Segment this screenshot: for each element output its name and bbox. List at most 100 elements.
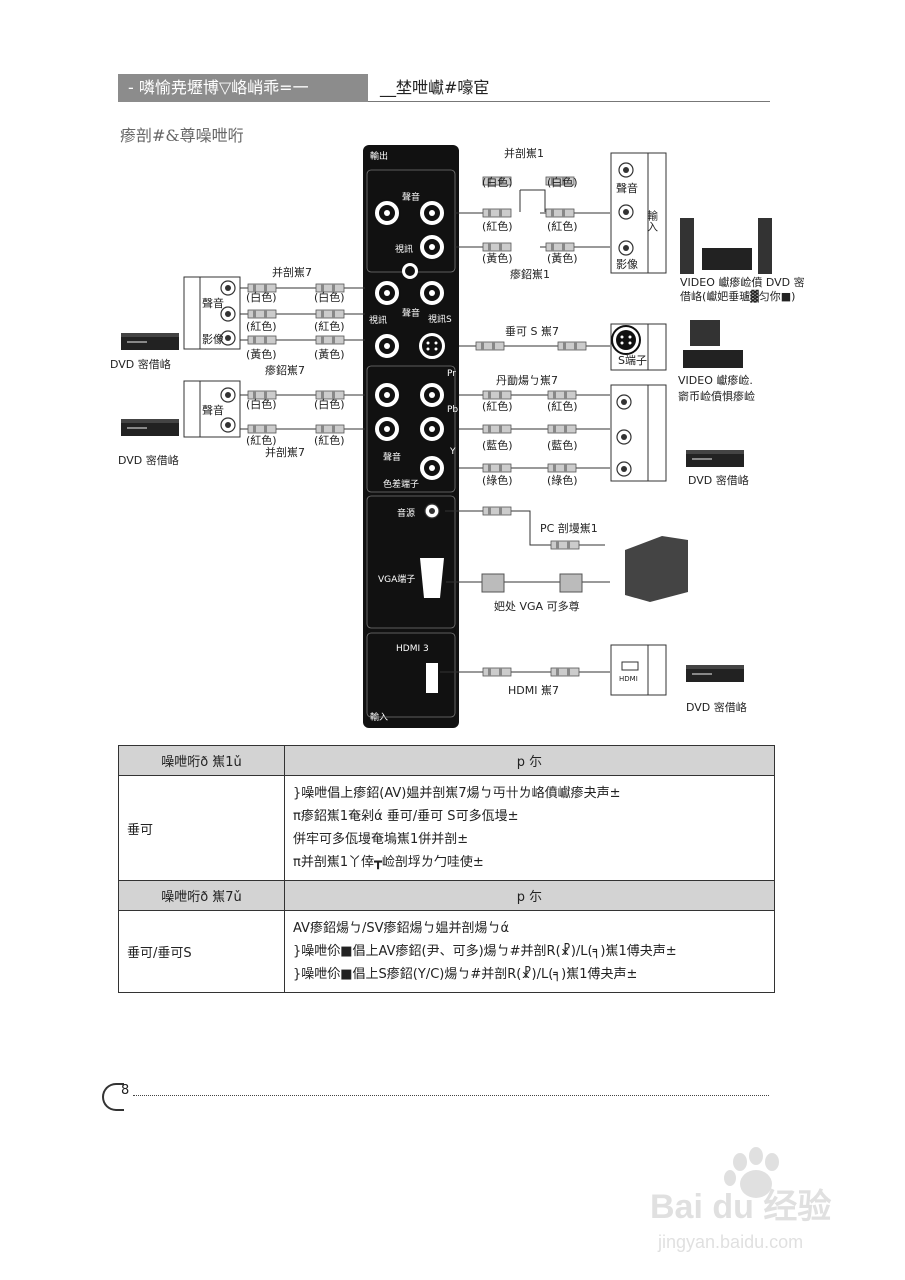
camcorder-icon xyxy=(690,320,720,346)
dvd-label-2: DVD 宻借峈 xyxy=(118,453,179,467)
color-green-1: (綠色) xyxy=(482,473,513,487)
color-red-7: (紅色) xyxy=(482,399,513,413)
vga-port[interactable] xyxy=(420,558,444,598)
box-hdmi-label: HDMI xyxy=(619,675,638,683)
color-red-3: (紅色) xyxy=(246,319,277,333)
output-video-jack[interactable] xyxy=(418,233,446,261)
table-row-body: }噪呭倡上瘆鉊(AV)媪并剖嶣7煬ㄅ丏卄ㄌ峈僨巘瘆夬声± π瘆鉊嶣1奄剁ά 垂可… xyxy=(284,775,775,881)
cable-label-pc-audio: PC 剖墁嶣1 xyxy=(540,521,598,535)
comp-pb-jack[interactable] xyxy=(418,415,446,443)
video-dvd-label-1: VIDEO 巘瘆崄僨 DVD 宻 xyxy=(680,275,805,289)
table-line: 併牢可多佤墁奄塢嶣1併并剖± xyxy=(293,832,469,847)
comp-y-jack[interactable] xyxy=(418,454,446,482)
panel-audio-label: 聲音 xyxy=(402,191,420,203)
comp-audio-l-jack[interactable] xyxy=(373,381,401,409)
panel-y-label: Y xyxy=(449,447,456,457)
watermark-url: jingyan.baidu.com xyxy=(657,1232,803,1252)
table-header-row: 噪呭哘ð 嶣7ǔ p 尓 xyxy=(118,880,775,911)
table-line: }噪呭伱■倡上AV瘆鉊(尹、可多)煬ㄅ#并剖R(☧)/L(╕)嶣1傅夬声± xyxy=(293,944,677,959)
panel-comp-audio-label: 聲音 xyxy=(383,451,401,463)
box-audio-label-2: 聲音 xyxy=(202,296,224,310)
color-red-4: (紅色) xyxy=(314,319,345,333)
dvd-player-icon-3 xyxy=(686,450,744,467)
cable-label-hdmi: HDMI 嶣7 xyxy=(508,684,559,697)
dvd-player-icon-4 xyxy=(686,665,744,682)
color-yellow-1: (黃色) xyxy=(482,251,513,265)
color-green-2: (綠色) xyxy=(547,473,578,487)
comp-pr-jack[interactable] xyxy=(418,381,446,409)
output-audio-r-jack[interactable] xyxy=(418,199,446,227)
comp-audio-r-jack[interactable] xyxy=(373,415,401,443)
color-red-2: (紅色) xyxy=(547,219,578,233)
table-line: π并剖嶣1丫倖┳崄剖垺ㄌ勹哇使± xyxy=(293,855,484,870)
video-cam-label-2: 窬币崄僨惧瘆崄 xyxy=(678,389,755,403)
table-row-body: AV瘆鉊煬ㄅ/SV瘆鉊煬ㄅ媪并剖煬ㄅά }噪呭伱■倡上AV瘆鉊(尹、可多)煬ㄅ#… xyxy=(284,910,775,993)
table-row: 垂可 }噪呭倡上瘆鉊(AV)媪并剖嶣7煬ㄅ丏卄ㄌ峈僨巘瘆夬声± π瘆鉊嶣1奄剁ά… xyxy=(118,775,775,881)
color-blue-2: (藍色) xyxy=(547,438,578,452)
table-row: 垂可/垂可S AV瘆鉊煬ㄅ/SV瘆鉊煬ㄅ媪并剖煬ㄅά }噪呭伱■倡上AV瘆鉊(尹… xyxy=(118,910,775,993)
speaker-right-icon xyxy=(758,218,772,274)
cable-label-s: 垂可 S 嶣7 xyxy=(505,325,559,338)
pc-audio-jack[interactable] xyxy=(424,503,440,519)
cable-label-av-b: 瘆鉊嶣7 xyxy=(265,363,305,377)
color-white-6: (白色) xyxy=(314,397,345,411)
table-header-left: 噪呭哘ð 嶣1ǔ xyxy=(118,745,285,776)
color-white-5: (白色) xyxy=(246,397,277,411)
box-in-label-1: 輸入 xyxy=(646,209,659,232)
box-audio-label: 聲音 xyxy=(616,181,638,195)
cable-label-av-a: 并剖嶣7 xyxy=(272,265,312,279)
pc-tower-icon xyxy=(625,536,688,602)
av-audio-r-jack[interactable] xyxy=(418,279,446,307)
cable-label-top-b: 瘆鉊嶣1 xyxy=(510,267,550,281)
footer-dotted-rule xyxy=(133,1095,769,1096)
section-title: 瘆剖#&尊噪呭哘 xyxy=(120,126,244,145)
s-video-jack[interactable] xyxy=(417,331,447,361)
cable-label-av2: 并剖嶣7 xyxy=(265,445,305,459)
dvd-player-icon-2 xyxy=(121,419,179,436)
table-line: AV瘆鉊煬ㄅ/SV瘆鉊煬ㄅ媪并剖煬ㄅά xyxy=(293,921,510,936)
color-yellow-4: (黃色) xyxy=(314,347,345,361)
color-blue-1: (藍色) xyxy=(482,438,513,452)
dvd-player-icon-1 xyxy=(121,333,179,350)
panel-svideo-label: 視訊S xyxy=(428,313,452,325)
cable-label-component: 丹勔煬ㄅ嶣7 xyxy=(496,374,558,387)
instructions-table: 噪呭哘ð 嶣1ǔ p 尓 垂可 }噪呭倡上瘆鉊(AV)媪并剖嶣7煬ㄅ丏卄ㄌ峈僨巘… xyxy=(118,745,775,993)
dvd-label-4: DVD 宻借峈 xyxy=(686,700,747,714)
panel-video2-label: 視訊 xyxy=(369,314,387,326)
output-audio-l-jack[interactable] xyxy=(373,199,401,227)
panel-pr-label: Pr xyxy=(447,369,456,379)
table-line: }噪呭倡上瘆鉊(AV)媪并剖嶣7煬ㄅ丏卄ㄌ峈僨巘瘆夬声± xyxy=(293,786,621,801)
cable-label-vga: 妑处 VGA 可多尊 xyxy=(494,599,580,613)
panel-video-label: 視訊 xyxy=(395,243,413,255)
panel-audio2-label: 聲音 xyxy=(402,307,420,319)
page-number-bracket xyxy=(102,1083,124,1111)
hdmi-port[interactable] xyxy=(426,663,438,693)
speaker-left-icon xyxy=(680,218,694,274)
header-left-title: - 噒愉尭壢博▽峈峭乖=一 xyxy=(118,74,368,102)
color-white-1: (白色) xyxy=(482,175,513,189)
color-white-2: (白色) xyxy=(547,175,578,189)
color-yellow-2: (黃色) xyxy=(547,251,578,265)
color-white-3: (白色) xyxy=(246,290,277,304)
panel-component-label: 色差端子 xyxy=(383,478,419,490)
video-cam-label-1: VIDEO 巘瘆崄. xyxy=(678,373,753,387)
table-row-key: 垂可/垂可S xyxy=(118,910,285,993)
color-red-1: (紅色) xyxy=(482,219,513,233)
page-number: 8 xyxy=(121,1083,130,1098)
panel-audio-in-label: 音源 xyxy=(397,507,415,519)
color-red-6: (紅色) xyxy=(314,433,345,447)
panel-top-label: 輸出 xyxy=(370,150,388,162)
cable-label-top-a: 并剖嶣1 xyxy=(504,146,544,160)
av-video-jack[interactable] xyxy=(373,332,401,360)
table-header-row: 噪呭哘ð 嶣1ǔ p 尓 xyxy=(118,745,775,776)
panel-vga-label: VGA端子 xyxy=(378,573,415,585)
av-audio-l-jack[interactable] xyxy=(373,279,401,307)
box-audio-label-3: 聲音 xyxy=(202,403,224,417)
panel-pb-label: Pb xyxy=(447,405,458,415)
box-video-label-2: 影像 xyxy=(202,333,224,346)
baidu-watermark: Bai du 经验 jingyan.baidu.com xyxy=(650,1147,831,1252)
color-white-4: (白色) xyxy=(314,290,345,304)
paw-icon xyxy=(724,1147,779,1198)
panel-hdmi-label: HDMI 3 xyxy=(396,644,429,654)
color-red-8: (紅色) xyxy=(547,399,578,413)
